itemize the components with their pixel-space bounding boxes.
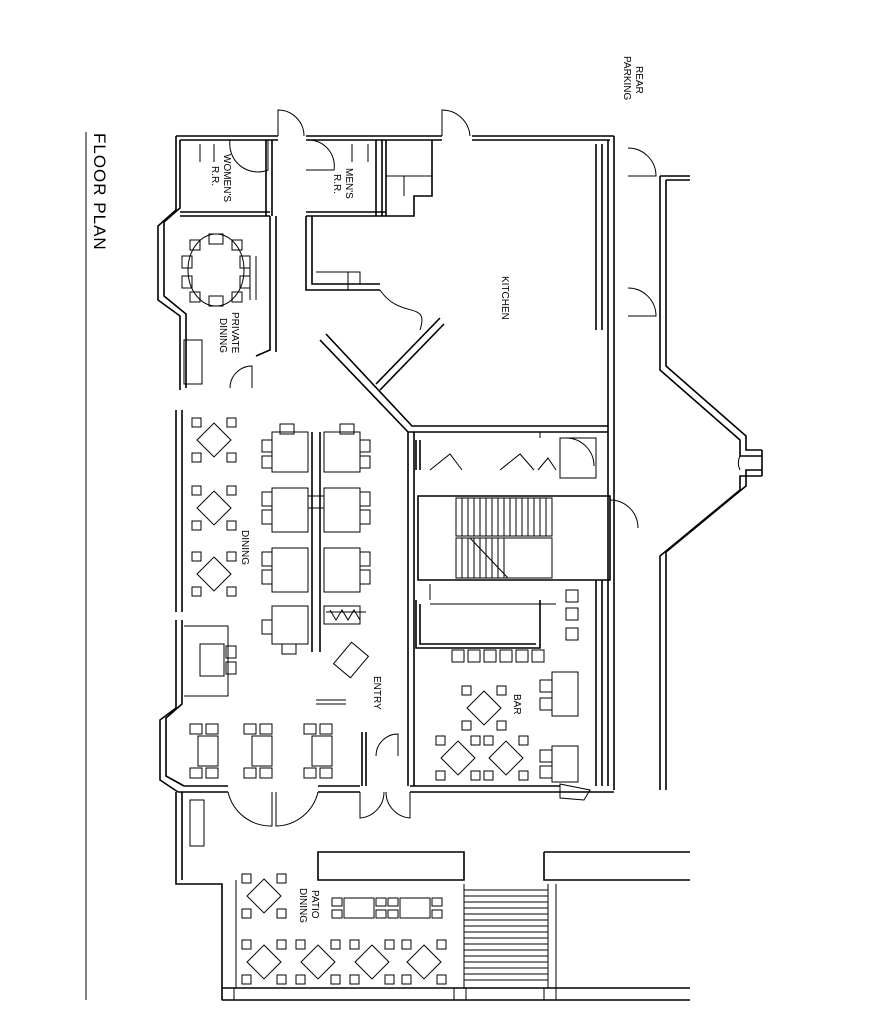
stairs-service [416,440,638,580]
bar-area [416,584,590,800]
central-booths [262,424,370,678]
patio-dining-label-2: DINING [297,888,308,923]
dining-four-top-tables [192,418,236,596]
kitchen-label: KITCHEN [499,276,510,320]
private-dining [182,234,256,388]
private-dining-label-1: PRIVATE [229,312,240,354]
front-doors [228,432,414,826]
rear-doors [230,110,470,172]
floor-plan-title: FLOOR PLAN [90,133,109,251]
corridor-kitchen-walls [256,216,608,478]
mens-rr-label-1: MEN'S [343,168,354,199]
entry-label: ENTRY [371,676,382,710]
patio [176,792,690,1000]
dining-deuce [184,626,236,696]
dining-label: DINING [239,530,250,565]
right-annex-walls [628,148,762,790]
womens-rr-label-2: R.R. [209,166,220,186]
womens-rr-label-1: WOMEN'S [221,154,232,202]
exterior-walls [158,136,614,792]
patio-dining-label-1: PATIO [309,890,320,919]
restrooms [180,140,432,216]
rear-parking-label-2: PARKING [621,56,632,100]
rear-parking-label-1: REAR [633,66,644,94]
mens-rr-label-2: R.R. [331,174,342,194]
window-tables [190,724,332,778]
bar-label: BAR [511,694,522,715]
private-dining-label-2: DINING [217,318,228,353]
